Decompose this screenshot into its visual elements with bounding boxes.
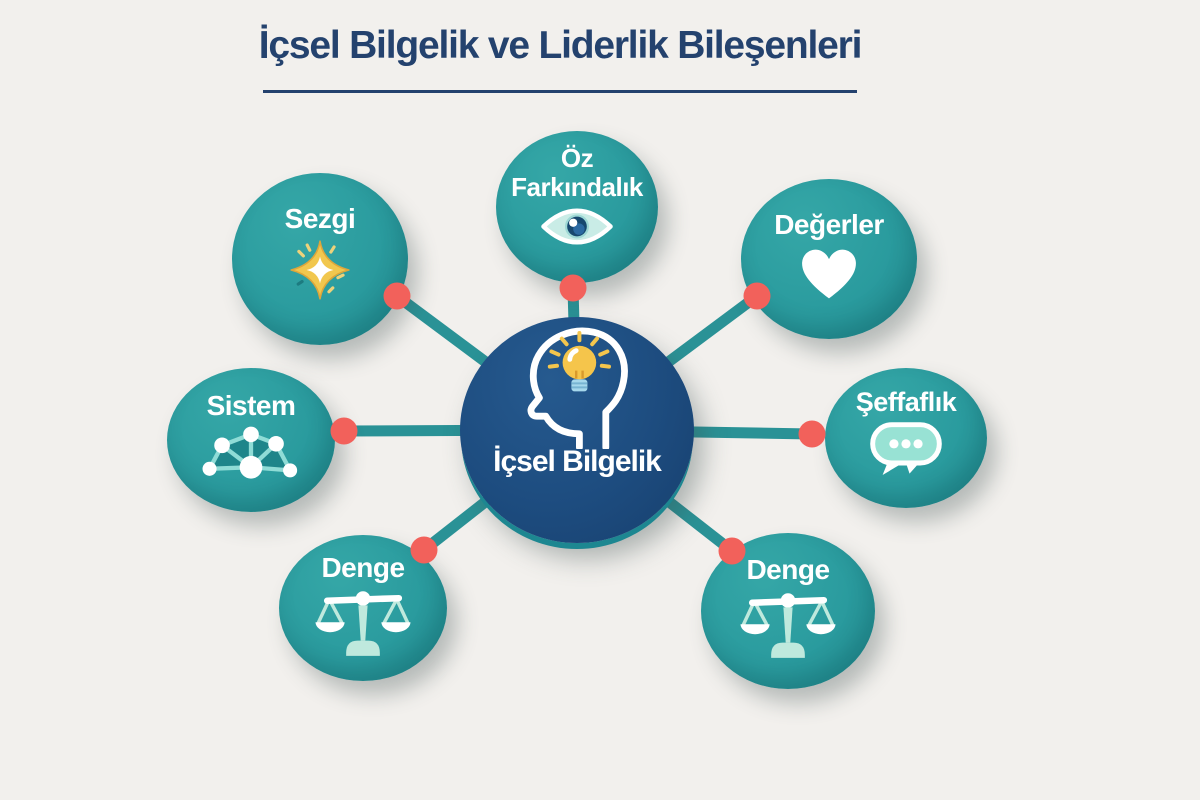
title-underline xyxy=(263,90,857,93)
node-label: Şeffaflık xyxy=(855,387,957,417)
page-title: İçsel Bilgelik ve Liderlik Bileşenleri xyxy=(258,24,863,67)
node-denge-sol: Denge xyxy=(279,535,447,681)
node-label: Denge xyxy=(746,554,830,585)
sparkle-icon xyxy=(288,238,352,302)
node-seffaflik: Şeffaflık xyxy=(825,368,987,508)
node-label: Değerler xyxy=(774,209,884,240)
node-degerler: Değerler xyxy=(741,179,917,339)
node-label: Öz Farkındalık xyxy=(511,143,643,203)
node-denge-sag: Denge xyxy=(701,533,875,689)
connector-dot-seffaflik xyxy=(798,420,826,448)
head-lightbulb-icon xyxy=(517,321,637,449)
hub-circle-icsel-bilgelik: İçsel Bilgelik xyxy=(460,317,694,543)
node-label: Denge xyxy=(321,552,405,583)
node-label: Sezgi xyxy=(284,203,356,234)
speech-bubble-icon xyxy=(867,421,945,478)
scales-icon xyxy=(313,587,413,659)
eye-icon xyxy=(539,206,615,247)
node-oz-farkindalik: Öz Farkındalık xyxy=(496,131,658,283)
heart-icon xyxy=(796,244,862,303)
scales-icon xyxy=(738,589,838,661)
hub-label: İçsel Bilgelik xyxy=(493,445,662,478)
network-icon xyxy=(200,425,302,486)
node-label: Sistem xyxy=(206,390,296,421)
node-sezgi: Sezgi xyxy=(232,173,408,345)
node-sistem: Sistem xyxy=(167,368,335,512)
